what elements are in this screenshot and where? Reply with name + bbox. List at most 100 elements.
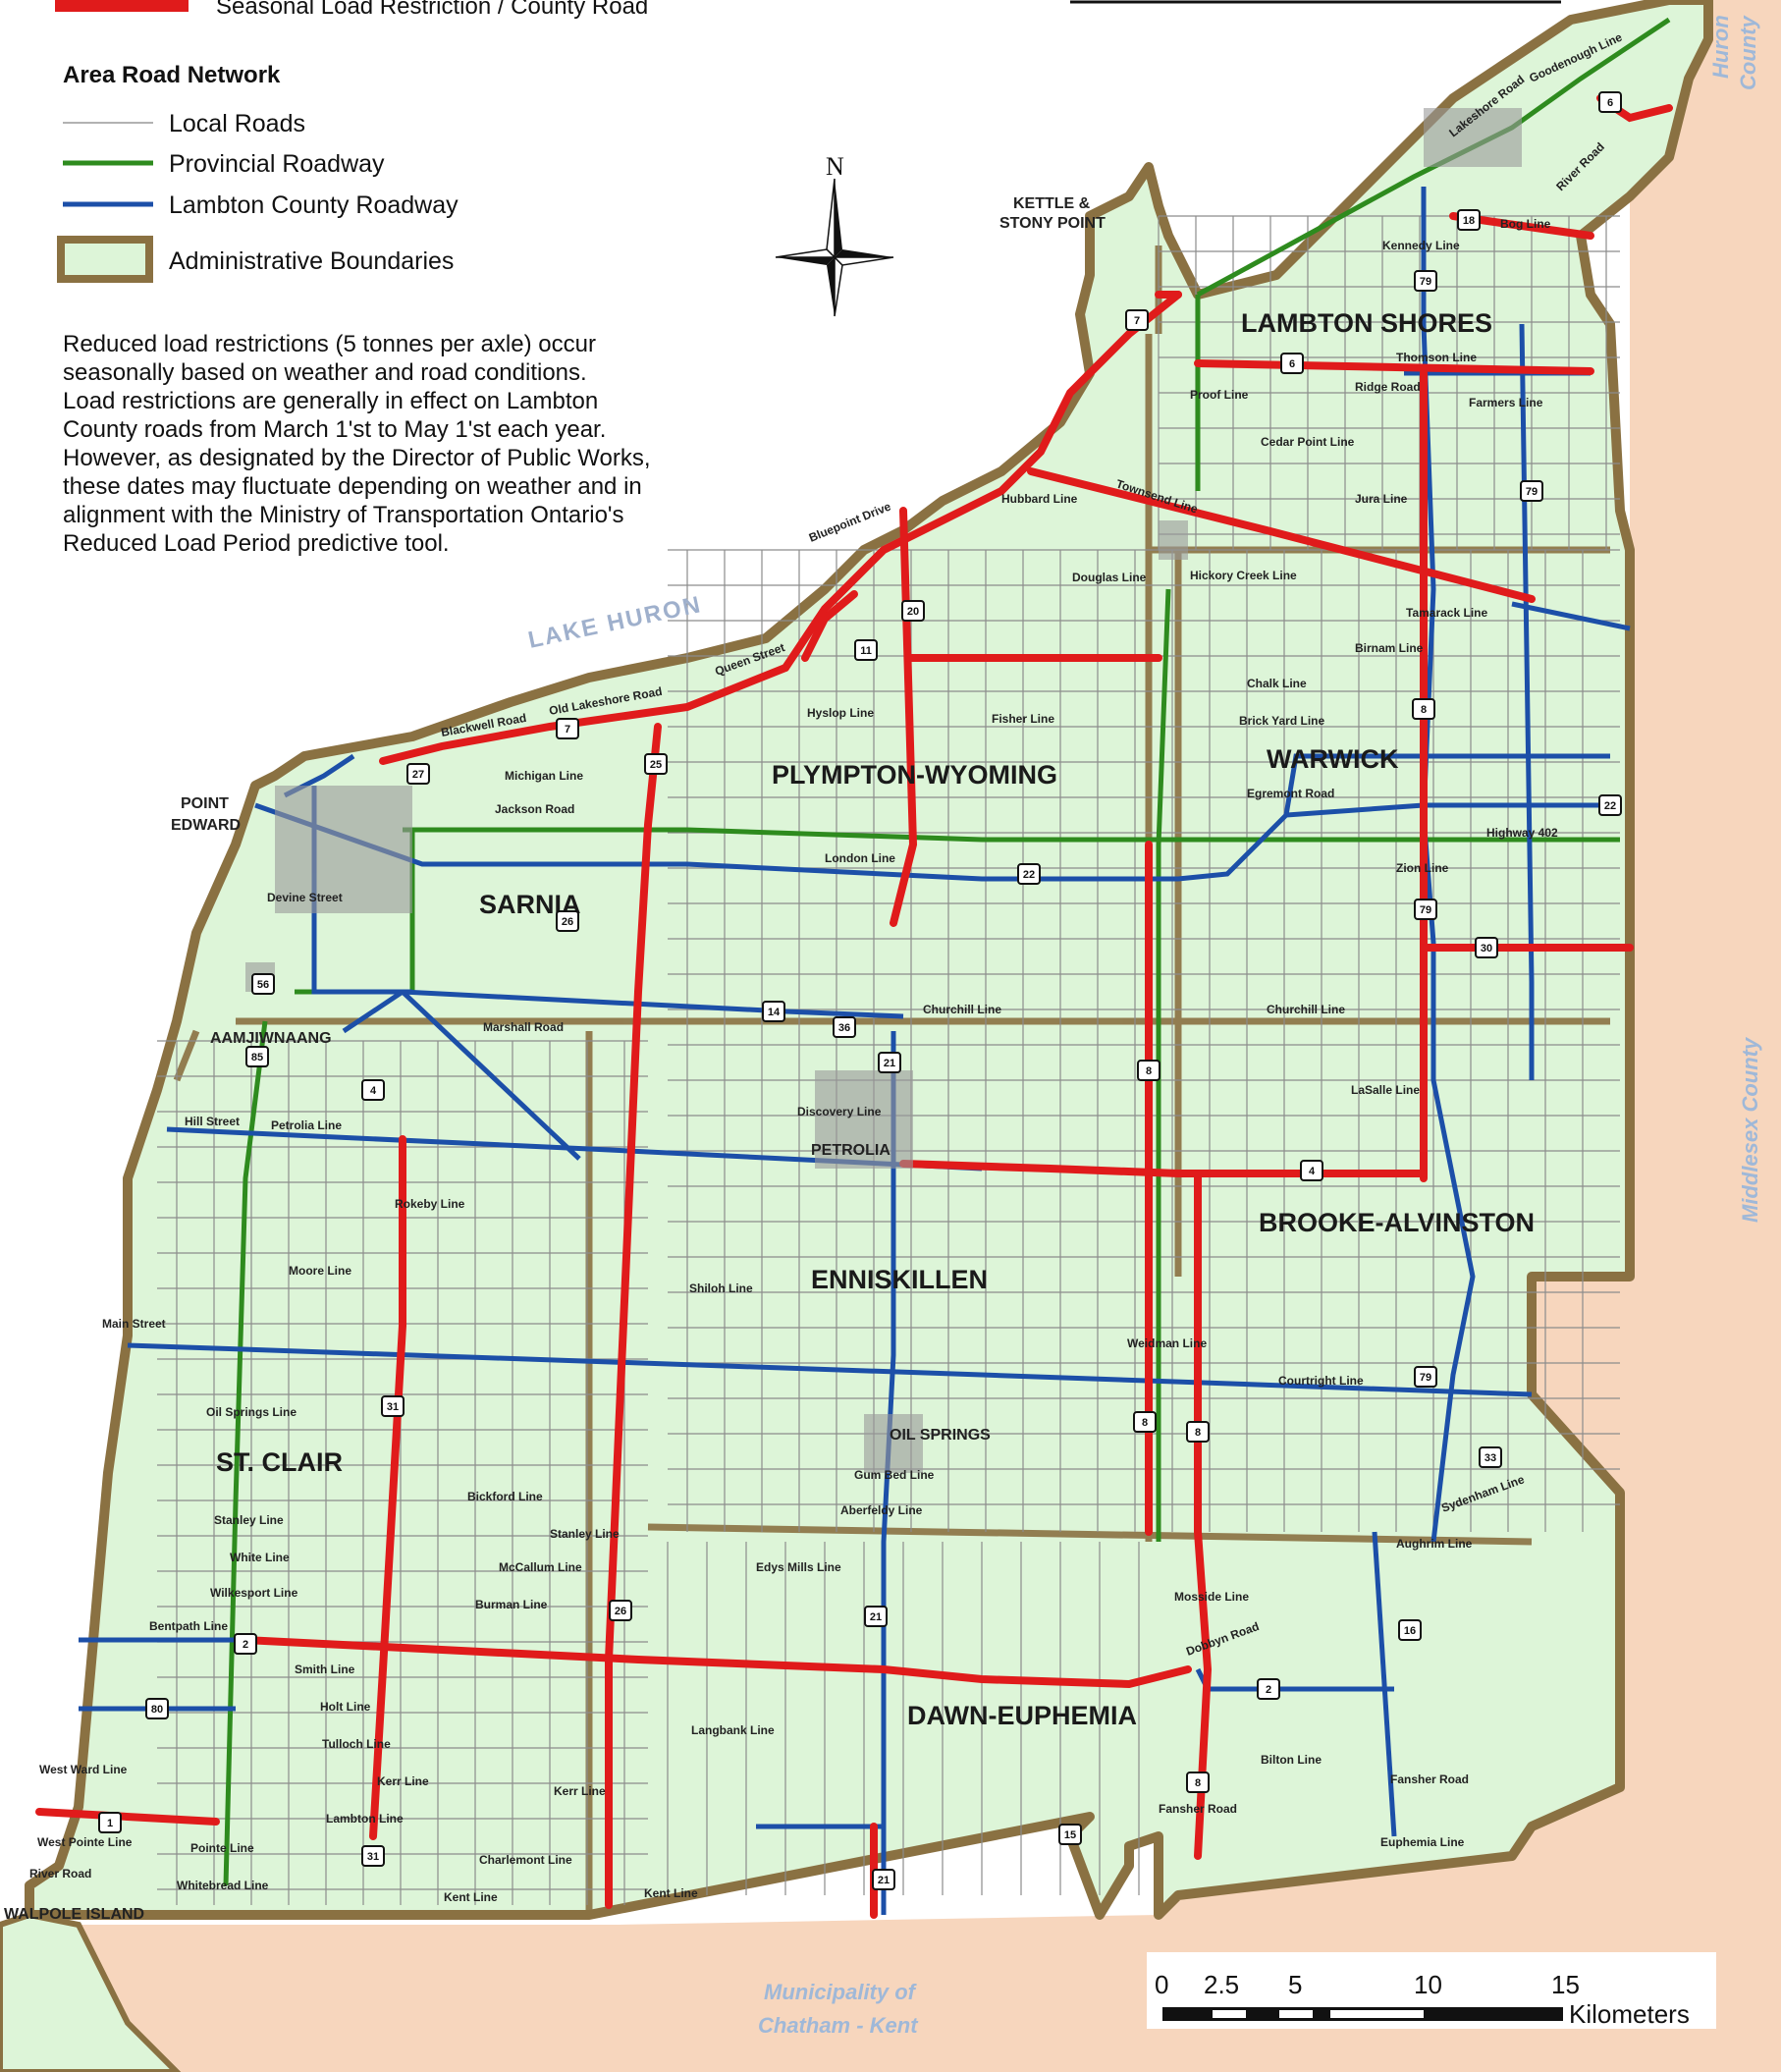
route-shield-box (556, 910, 579, 932)
route-shield-label: 79 (1420, 904, 1431, 916)
route-shield-box (1133, 1411, 1157, 1433)
route-shield: 6 (1598, 91, 1622, 113)
road-label: Jura Line (1355, 492, 1408, 506)
road-label: Cedar Point Line (1261, 435, 1355, 449)
road-label: Burman Line (475, 1598, 548, 1611)
route-shield-box (1257, 1678, 1280, 1700)
note-line: alignment with the Ministry of Transport… (63, 502, 624, 528)
note-line: However, as designated by the Director o… (63, 445, 651, 471)
route-shield: 30 (1475, 937, 1498, 958)
route-shield-box (1412, 698, 1435, 720)
route-shield-box (609, 1600, 632, 1621)
route-shield: 25 (644, 753, 668, 775)
road-label: Kent Line (444, 1890, 498, 1904)
road-label: Fansher Road (1390, 1772, 1469, 1786)
route-shield-label: 31 (367, 1851, 379, 1863)
route-shield-box (1300, 1160, 1323, 1181)
route-shield-box (234, 1633, 257, 1655)
legend-local-label: Local Roads (169, 110, 305, 137)
route-shield-label: 8 (1146, 1065, 1152, 1077)
route-shield-label: 80 (151, 1704, 163, 1716)
road-label: Highway 402 (1486, 826, 1558, 840)
road-label: Mosside Line (1174, 1590, 1249, 1604)
route-shield-box (251, 973, 275, 995)
route-shield: 7 (1125, 309, 1149, 331)
road-label: Brick Yard Line (1239, 714, 1324, 728)
route-shield-box (1186, 1772, 1210, 1793)
route-shield: 8 (1186, 1772, 1210, 1793)
route-shield-label: 16 (1404, 1625, 1416, 1637)
route-shield-box (1414, 1366, 1437, 1388)
road-label: Hill Street (185, 1115, 240, 1128)
route-shield-label: 2 (1266, 1684, 1271, 1696)
route-shield: 31 (361, 1845, 385, 1867)
route-shield-label: 22 (1604, 800, 1616, 812)
road-label: Langbank Line (691, 1723, 775, 1737)
route-shield: 79 (1520, 480, 1543, 502)
road-label: Rokeby Line (395, 1197, 465, 1211)
note-line: seasonally based on weather and road con… (63, 359, 587, 386)
route-shield-box (145, 1698, 169, 1719)
road-label: Thomson Line (1396, 351, 1477, 364)
road-label: Edys Mills Line (756, 1560, 841, 1574)
road-label: Kent Line (644, 1886, 698, 1900)
scale-bar: 0 2.5 5 10 15 Kilometers (1147, 1952, 1716, 2029)
route-shield-box (361, 1079, 385, 1101)
note-line: these dates may fluctuate depending on w… (63, 473, 642, 500)
route-shield: 79 (1414, 1366, 1437, 1388)
road-label: Bilton Line (1261, 1753, 1322, 1767)
route-shield-label: 14 (768, 1007, 781, 1018)
dawn-euphemia-label: DAWN-EUPHEMIA (907, 1701, 1137, 1730)
legend-restriction-swatch (55, 0, 189, 12)
route-shield-box (1475, 937, 1498, 958)
route-shield-box (1058, 1824, 1082, 1845)
road-label: Proof Line (1190, 388, 1249, 402)
legend-restriction-label: Seasonal Load Restriction / County Road (216, 0, 648, 20)
route-shield-box (406, 763, 430, 785)
route-shield-box (872, 1869, 895, 1890)
route-shield-label: 18 (1463, 215, 1475, 227)
road-label: Chalk Line (1247, 677, 1307, 690)
kettle-stony-label-2: STONY POINT (999, 215, 1106, 232)
scale-tick-label: 0 (1155, 1970, 1168, 1999)
road-label: River Road (29, 1867, 91, 1881)
route-shield-box (1598, 794, 1622, 816)
point-edward-label-2: EDWARD (171, 817, 241, 834)
route-shield-label: 21 (878, 1875, 890, 1886)
route-shield-label: 25 (650, 759, 662, 771)
route-shield-box (864, 1606, 888, 1627)
road-label: Michigan Line (505, 769, 583, 783)
route-shield-box (1398, 1619, 1422, 1641)
road-label: Stanley Line (214, 1513, 284, 1527)
route-shield-label: 15 (1064, 1829, 1076, 1841)
road-label: Bog Line (1500, 217, 1551, 231)
route-shield: 33 (1479, 1446, 1502, 1468)
route-shield: 4 (1300, 1160, 1323, 1181)
route-shield: 2 (234, 1633, 257, 1655)
route-shield-box (98, 1812, 122, 1833)
road-label: West Ward Line (39, 1763, 128, 1776)
road-label: Douglas Line (1072, 571, 1147, 584)
scale-unit-label: Kilometers (1569, 1999, 1690, 2029)
route-shield: 8 (1412, 698, 1435, 720)
legend: Seasonal Load Restriction / County Road … (55, 0, 651, 557)
road-label: Gum Bed Line (854, 1468, 935, 1482)
petrolia-label: PETROLIA (811, 1142, 890, 1159)
note-line: Reduced Load Period predictive tool. (63, 530, 450, 557)
route-shield-box (1520, 480, 1543, 502)
road-label: Kerr Line (377, 1774, 429, 1788)
road-label: Weidman Line (1127, 1336, 1207, 1350)
route-shield: 56 (251, 973, 275, 995)
scale-tick-label: 2.5 (1204, 1970, 1239, 1999)
road-label: Churchill Line (923, 1003, 1001, 1016)
road-label: Devine Street (267, 891, 343, 904)
road-label: Oil Springs Line (206, 1405, 297, 1419)
route-shield-label: 21 (870, 1611, 882, 1623)
scale-tick-label: 5 (1288, 1970, 1302, 1999)
route-shield-label: 11 (860, 645, 872, 657)
route-shield-label: 7 (1134, 315, 1140, 327)
route-shield-box (762, 1001, 785, 1022)
road-label: Marshall Road (483, 1020, 564, 1034)
route-shield-label: 26 (562, 916, 573, 928)
